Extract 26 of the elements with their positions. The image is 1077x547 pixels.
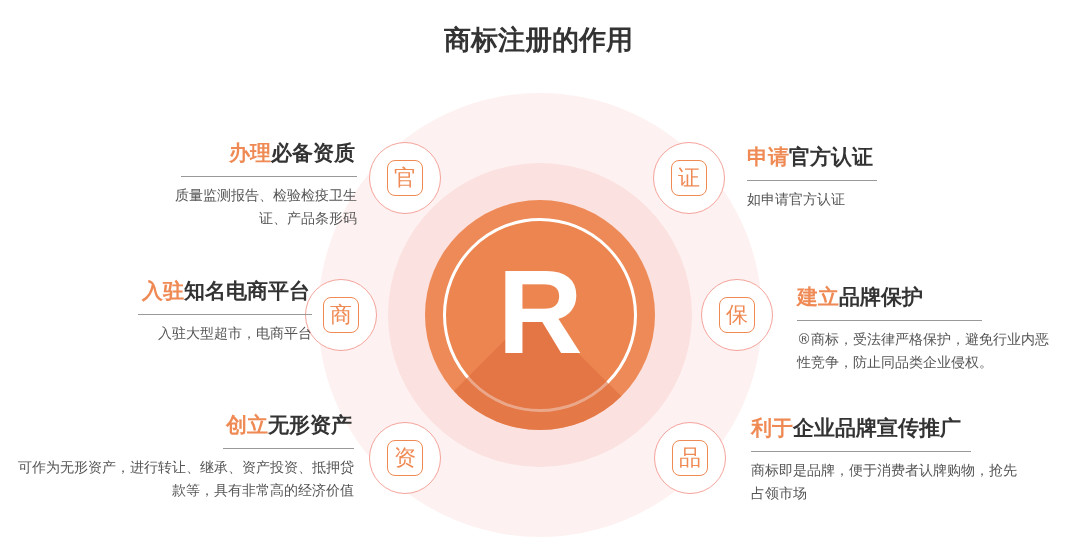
character-icon: 商 xyxy=(323,297,359,333)
description: 入驻大型超市，电商平台 xyxy=(157,324,312,343)
heading-highlight: 利于 xyxy=(751,416,793,440)
character-icon: 证 xyxy=(671,160,707,196)
heading-highlight: 入驻 xyxy=(142,279,184,303)
description: 如申请官方认证 xyxy=(747,190,846,209)
heading-highlight: 办理 xyxy=(229,141,271,165)
character-icon: 官 xyxy=(387,160,423,196)
heading: 品牌保护 xyxy=(839,285,923,309)
heading-highlight: 创立 xyxy=(226,413,268,437)
description: 质量监测报告、检验检疫卫生证、产品条形码 xyxy=(174,186,357,228)
description: ®商标，受法律严格保护，避免行业内恶性竞争，防止同品类企业侵权。 xyxy=(797,330,1050,372)
description: 可作为无形资产，进行转让、继承、资产投资、抵押贷款等，具有非常高的经济价值 xyxy=(17,458,354,500)
character-icon: 保 xyxy=(719,297,755,333)
heading: 无形资产 xyxy=(268,413,352,437)
heading: 官方认证 xyxy=(789,145,873,169)
heading-highlight: 建立 xyxy=(797,285,839,309)
heading: 企业品牌宣传推广 xyxy=(793,416,961,440)
registered-letter: R xyxy=(496,252,584,372)
description: 商标即是品牌，便于消费者认牌购物，抢先占领市场 xyxy=(751,461,1018,503)
title: 商标注册的作用 xyxy=(443,23,634,57)
heading-highlight: 申请 xyxy=(747,145,789,169)
character-icon: 品 xyxy=(672,440,708,476)
heading: 知名电商平台 xyxy=(184,279,310,303)
character-icon: 资 xyxy=(387,440,423,476)
heading: 必备资质 xyxy=(271,141,355,165)
